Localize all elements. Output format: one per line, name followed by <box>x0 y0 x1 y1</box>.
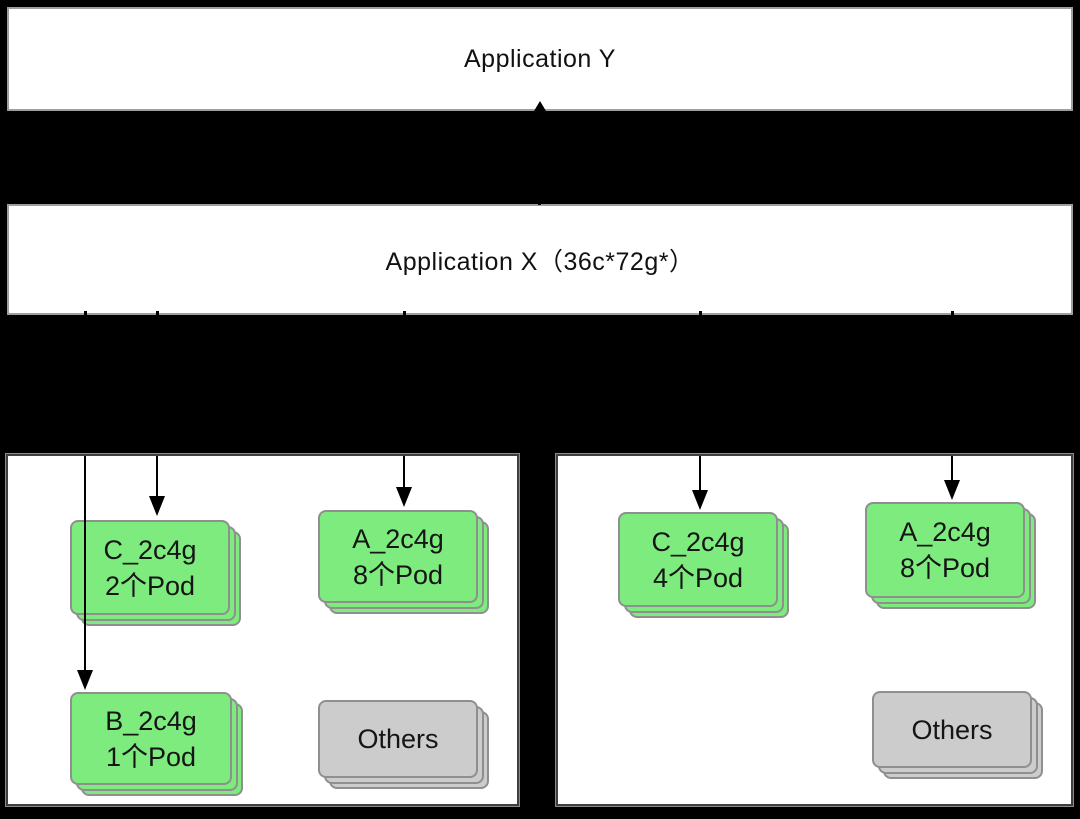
pod-card: C_2c4g 2个Pod <box>70 520 230 615</box>
arrow-line-to-a-right <box>951 456 953 482</box>
down-arrowhead-icon <box>692 490 708 510</box>
pod-name: A_2c4g <box>899 517 991 547</box>
pod-box-c-left: C_2c4g 2个Pod <box>70 520 241 626</box>
up-arrowhead-icon <box>534 101 546 111</box>
pod-box-b-left: B_2c4g 1个Pod <box>70 692 243 796</box>
arrow-line-to-b <box>84 456 86 672</box>
pod-box-a-left: A_2c4g 8个Pod <box>318 510 489 614</box>
connector-tick <box>403 311 406 317</box>
application-y-box: Application Y <box>7 7 1073 111</box>
pod-box-a-right: A_2c4g 8个Pod <box>865 502 1036 609</box>
down-arrowhead-icon <box>944 480 960 500</box>
pod-box-c-right: C_2c4g 4个Pod <box>618 512 789 618</box>
pod-count: 2个Pod <box>104 570 196 601</box>
pod-card: A_2c4g 8个Pod <box>318 510 478 603</box>
pod-name: A_2c4g <box>352 523 444 554</box>
arrow-line-to-a-left <box>403 456 405 489</box>
others-box-right: Others <box>872 691 1043 779</box>
redaction-bar-top <box>0 113 1080 202</box>
pod-count: 4个Pod <box>652 562 744 593</box>
down-arrowhead-icon <box>149 496 165 516</box>
pod-count: 8个Pod <box>899 553 991 583</box>
pod-card: Others <box>872 691 1032 768</box>
pod-card: Others <box>318 700 478 778</box>
pod-name: B_2c4g <box>105 705 197 736</box>
arrow-line-to-c-right <box>699 456 701 492</box>
others-label: Others <box>357 724 439 754</box>
connector-tick <box>84 311 87 317</box>
application-y-label: Application Y <box>464 44 616 73</box>
application-x-box: Application X（36c*72g*） <box>7 204 1073 315</box>
application-x-label: Application X（36c*72g*） <box>385 247 695 276</box>
connector-tick <box>699 311 702 317</box>
connector-tick <box>538 198 541 205</box>
arrow-line-to-c-left <box>156 456 158 498</box>
pod-name: C_2c4g <box>103 534 197 565</box>
pod-count: 8个Pod <box>352 559 444 590</box>
pod-name: C_2c4g <box>651 526 745 557</box>
down-arrowhead-icon <box>77 670 93 690</box>
others-box-left: Others <box>318 700 489 789</box>
connector-tick <box>156 311 159 317</box>
pod-card: C_2c4g 4个Pod <box>618 512 778 607</box>
pod-card: B_2c4g 1个Pod <box>70 692 232 785</box>
connector-tick <box>951 311 954 317</box>
pod-count: 1个Pod <box>105 741 197 772</box>
redaction-bar-middle <box>0 317 1080 453</box>
pod-card: A_2c4g 8个Pod <box>865 502 1025 598</box>
others-label: Others <box>911 714 993 745</box>
down-arrowhead-icon <box>396 487 412 507</box>
